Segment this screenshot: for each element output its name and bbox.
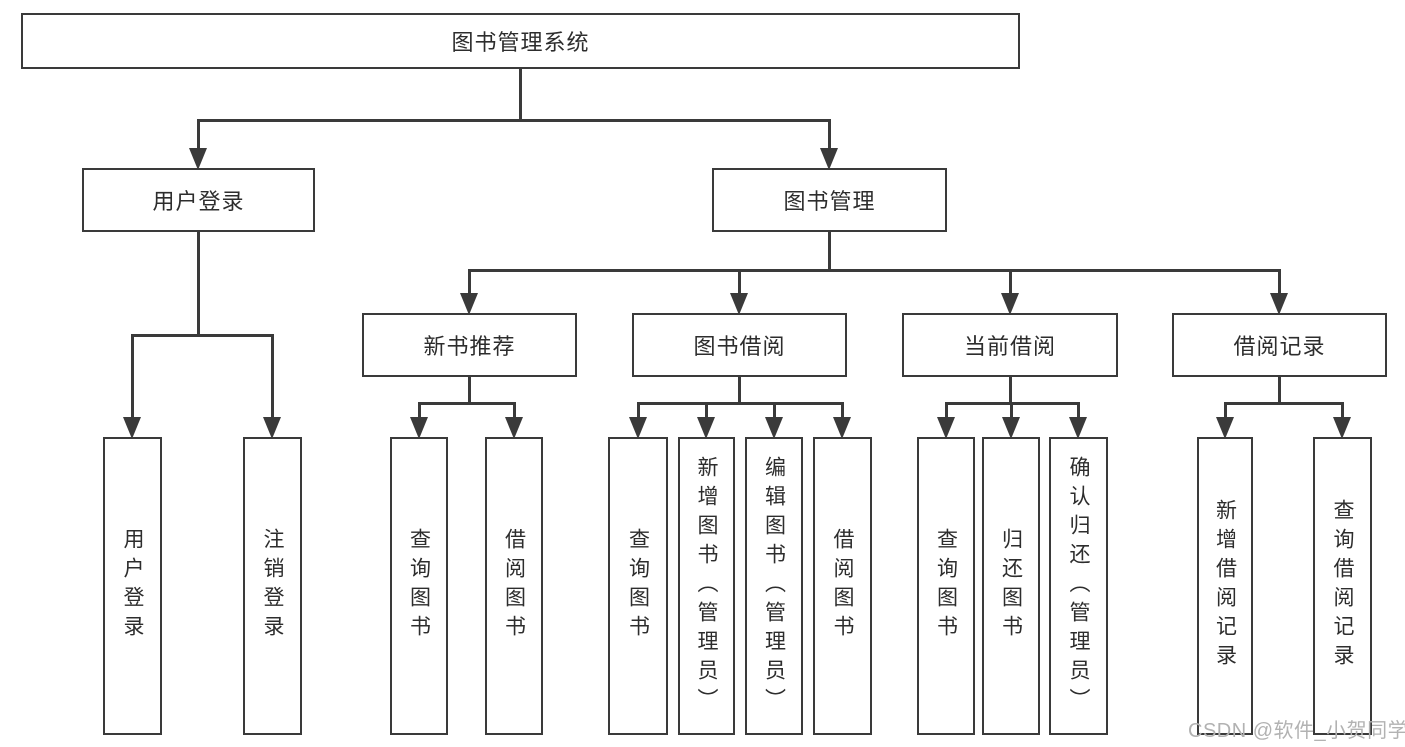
node-label-cb-query-book: 查询图书 [934, 528, 958, 644]
connector-bar-book-borrow-split [636, 401, 844, 405]
arrow-down-icon-book-mgmt-split-0 [460, 293, 478, 315]
node-label-br-add-record: 新增借阅记录 [1213, 499, 1237, 673]
arrow-down-icon-borrow-records-split-0 [1216, 417, 1234, 439]
arrow-down-icon-book-borrow-split-0 [629, 417, 647, 439]
node-label-bb-add-book: 新增图书（管理员） [695, 455, 718, 717]
arrow-down-icon-book-borrow-split-1 [697, 417, 715, 439]
connector-drop-book-mgmt-split-1 [737, 270, 741, 309]
node-root: 图书管理系统 [21, 13, 1020, 69]
node-rec-borrow-book: 借阅图书 [485, 437, 543, 735]
arrow-down-icon-new-book-rec-split-1 [505, 417, 523, 439]
node-book-mgmt: 图书管理 [712, 168, 947, 232]
node-label-user-login: 用户登录 [152, 189, 245, 214]
arrow-down-icon-book-borrow-split-2 [765, 417, 783, 439]
arrow-down-icon-book-mgmt-split-3 [1270, 293, 1288, 315]
watermark: CSDN @软件_小贺同学 [1188, 720, 1405, 742]
arrow-down-icon-root-split-1 [820, 148, 838, 170]
arrow-down-icon-current-borrow-split-1 [1002, 417, 1020, 439]
arrow-down-icon-user-login-split-1 [263, 417, 281, 439]
node-bb-query-book: 查询图书 [608, 437, 668, 735]
arrow-down-icon-book-borrow-split-3 [833, 417, 851, 439]
connector-stub-borrow-records-split [1277, 375, 1281, 403]
connector-stub-book-borrow-split [737, 375, 741, 403]
node-label-book-borrow: 图书借阅 [693, 334, 786, 359]
arrow-down-icon-root-split-0 [189, 148, 207, 170]
node-book-borrow: 图书借阅 [632, 313, 847, 377]
node-br-add-record: 新增借阅记录 [1197, 437, 1253, 735]
node-label-new-book-rec: 新书推荐 [423, 334, 516, 359]
node-cb-query-book: 查询图书 [917, 437, 975, 735]
connector-stub-root-split [518, 67, 522, 120]
arrow-down-icon-book-mgmt-split-2 [1001, 293, 1019, 315]
node-bb-add-book: 新增图书（管理员） [678, 437, 735, 735]
connector-drop-root-split-0 [196, 120, 200, 164]
node-label-br-query-record: 查询借阅记录 [1331, 499, 1354, 673]
connector-drop-book-mgmt-split-0 [467, 270, 471, 309]
node-label-current-borrow: 当前借阅 [963, 334, 1056, 359]
node-rec-query-book: 查询图书 [390, 437, 448, 735]
connector-bar-book-mgmt-split [467, 268, 1281, 272]
connector-stub-current-borrow-split [1008, 375, 1012, 403]
node-bb-edit-book: 编辑图书（管理员） [745, 437, 803, 735]
node-label-cb-return-book: 归还图书 [999, 528, 1023, 644]
connector-bar-root-split [196, 118, 831, 122]
connector-drop-root-split-1 [827, 120, 831, 164]
arrow-down-icon-current-borrow-split-0 [937, 417, 955, 439]
node-cb-confirm-return: 确认归还（管理员） [1049, 437, 1108, 735]
node-logout: 注销登录 [243, 437, 302, 735]
node-label-borrow-records: 借阅记录 [1233, 334, 1326, 359]
connector-bar-new-book-rec-split [417, 401, 516, 405]
arrow-down-icon-book-mgmt-split-1 [730, 293, 748, 315]
connector-bar-user-login-split [130, 333, 274, 337]
connector-drop-book-mgmt-split-3 [1277, 270, 1281, 309]
arrow-down-icon-user-login-split-0 [123, 417, 141, 439]
connector-drop-user-login-split-1 [270, 335, 274, 433]
arrow-down-icon-current-borrow-split-2 [1069, 417, 1087, 439]
node-label-bb-edit-book: 编辑图书（管理员） [762, 455, 786, 717]
node-label-root: 图书管理系统 [451, 30, 590, 55]
connector-drop-user-login-split-0 [130, 335, 134, 433]
node-bb-borrow-book: 借阅图书 [813, 437, 872, 735]
node-label-logout: 注销登录 [261, 528, 284, 644]
node-user-login: 用户登录 [82, 168, 315, 232]
connector-stub-book-mgmt-split [827, 230, 831, 270]
arrow-down-icon-borrow-records-split-1 [1333, 417, 1351, 439]
arrow-down-icon-new-book-rec-split-0 [410, 417, 428, 439]
node-new-book-rec: 新书推荐 [362, 313, 577, 377]
node-label-bb-query-book: 查询图书 [626, 528, 650, 644]
node-label-rec-query-book: 查询图书 [407, 528, 431, 644]
node-label-bb-borrow-book: 借阅图书 [831, 528, 854, 644]
node-current-borrow: 当前借阅 [902, 313, 1118, 377]
node-br-query-record: 查询借阅记录 [1313, 437, 1372, 735]
connector-stub-new-book-rec-split [467, 375, 471, 403]
node-label-rec-borrow-book: 借阅图书 [502, 528, 526, 644]
node-label-cb-confirm-return: 确认归还（管理员） [1067, 455, 1090, 717]
node-borrow-records: 借阅记录 [1172, 313, 1387, 377]
connector-stub-user-login-split [196, 230, 200, 335]
node-label-login: 用户登录 [121, 528, 144, 644]
node-label-book-mgmt: 图书管理 [783, 189, 876, 214]
node-login: 用户登录 [103, 437, 162, 735]
node-cb-return-book: 归还图书 [982, 437, 1040, 735]
connector-drop-book-mgmt-split-2 [1008, 270, 1012, 309]
connector-bar-borrow-records-split [1223, 401, 1344, 405]
